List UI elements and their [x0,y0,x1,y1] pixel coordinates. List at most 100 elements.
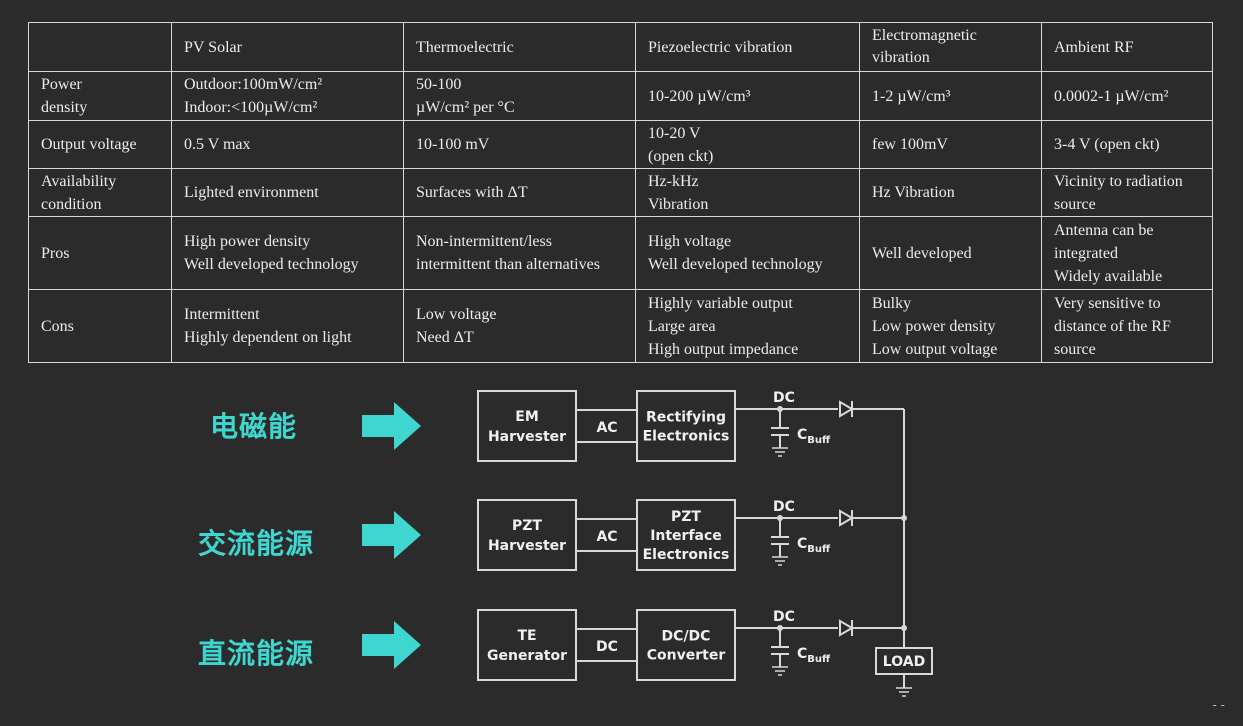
table-cell-line: Large area [648,317,716,335]
table-row-label: Cons [28,289,172,363]
converter-label: Converter [647,648,726,664]
table-cell-line: distance of the RF [1054,317,1171,335]
harvester-label: PZT [512,518,542,534]
table-cell-line: Low power density [872,317,996,335]
table-cell-line: Indoor:<100µW/cm² [184,99,318,116]
diagram-label-dc-source: 直流能源 [198,637,315,670]
table-cell: Vicinity to radiation source [1041,168,1213,217]
harvester-box [477,390,577,462]
table-cell: 10-100 mV [403,120,636,169]
converter-label: Electronics [643,429,730,445]
table-cell-line: Surfaces with ΔT [416,184,528,201]
link-type-label: AC [596,420,617,436]
table-cell-line: Well developed [872,244,972,262]
table-cell-line: integrated [1054,244,1118,262]
table-header-cell: Ambient RF [1041,22,1213,72]
right-arrow-icon [362,402,421,450]
table-cell-line: Low output voltage [872,340,998,358]
table-cell-line: Need ΔT [416,329,474,346]
converter-box [636,499,736,571]
row-label-line: Power [41,76,82,93]
table-cell-line: 3-4 V (open ckt) [1054,136,1160,153]
table-cell-line: Vibration [648,195,709,213]
link-type-label: AC [596,529,617,545]
row-label-line: density [41,99,88,116]
capacitor-label: CBuff [797,427,831,446]
table-cell-line: 0.0002-1 µW/cm² [1054,87,1169,105]
converter-label: Electronics [643,547,730,563]
capacitor-label-subscript: Buff [807,435,831,446]
dc-output-label: DC [773,390,795,406]
table-cell-line: µW/cm² per °C [416,99,515,116]
load-label: LOAD [883,654,925,670]
harvester-label: Harvester [488,538,566,554]
row-label-line: condition [41,195,102,213]
table-cell: Hz Vibration [859,168,1042,217]
right-arrow-icon [362,621,421,669]
table-cell-line: source [1054,340,1096,358]
table-cell-line: High voltage [648,233,732,250]
row-label-line: Availability [41,172,117,190]
table-cell-line: Outdoor:100mW/cm² [184,76,323,93]
table-cell-line: 10-200 µW/cm³ [648,87,751,105]
table-cell-line: Hz Vibration [872,184,955,201]
table-cell-line: High power density [184,233,311,250]
converter-label: Rectifying [646,410,726,426]
table-header-cell: Piezoelectric vibration [635,22,860,72]
page-mark: - - [1212,698,1225,712]
table-cell: 10-20 V(open ckt) [635,120,860,169]
diagram-label-em-energy: 电磁能 [210,410,298,443]
table-cell-line: High output impedance [648,340,799,358]
table-cell-line: 0.5 V max [184,136,251,153]
table-row-label: Pros [28,216,172,290]
row-label-line: Cons [41,317,74,335]
table-cell-line: Highly variable output [648,294,793,312]
table-cell-line: Lighted environment [184,184,319,201]
capacitor-label-subscript: Buff [807,654,831,665]
table-cell-line: Antenna can be [1054,221,1154,239]
table-cell-line: Non-intermittent/less [416,233,552,250]
diagram-label-ac-source: 交流能源 [198,527,315,560]
diode-icon [839,509,854,527]
table-cell-line: Vicinity to radiation [1054,172,1183,190]
harvester-label: EM [515,409,539,425]
capacitor-label-main: C [797,536,807,552]
table-cell-line: 10-20 V [648,124,701,142]
dc-output-label: DC [773,499,795,515]
table-row-label: Availability condition [28,168,172,217]
table-cell: 50-100 µW/cm² per °C [403,71,636,121]
capacitor-label: CBuff [797,646,831,665]
table-cell: Outdoor:100mW/cm² Indoor:<100µW/cm² [171,71,404,121]
row-label-line: Output voltage [41,136,137,153]
table-cell-line: Low voltage [416,306,497,323]
table-cell-line: 50-100 [416,76,462,93]
table-cell-line: Widely available [1054,267,1163,285]
table-cell-line: few 100mV [872,136,948,153]
table-row-label: Output voltage [28,120,172,169]
table-cell-line: Highly dependent on light [184,329,352,346]
table-cell-line: source [1054,195,1096,213]
row-label-line: Pros [41,244,70,262]
table-cell-line: Very sensitive to [1054,294,1161,312]
capacitor-label-main: C [797,646,807,662]
diode-icon [839,400,854,418]
converter-label: DC/DC [662,629,711,645]
harvester-chain: EMHarvesterACRectifyingElectronicsDCCBuf… [362,390,904,462]
right-arrow-icon [362,511,421,559]
harvester-chain: PZTHarvesterACPZTInterfaceElectronicsDCC… [362,499,907,571]
table-cell-line: Well developed technology [184,256,359,273]
table-cell-line: 1-2 µW/cm³ [872,87,951,105]
